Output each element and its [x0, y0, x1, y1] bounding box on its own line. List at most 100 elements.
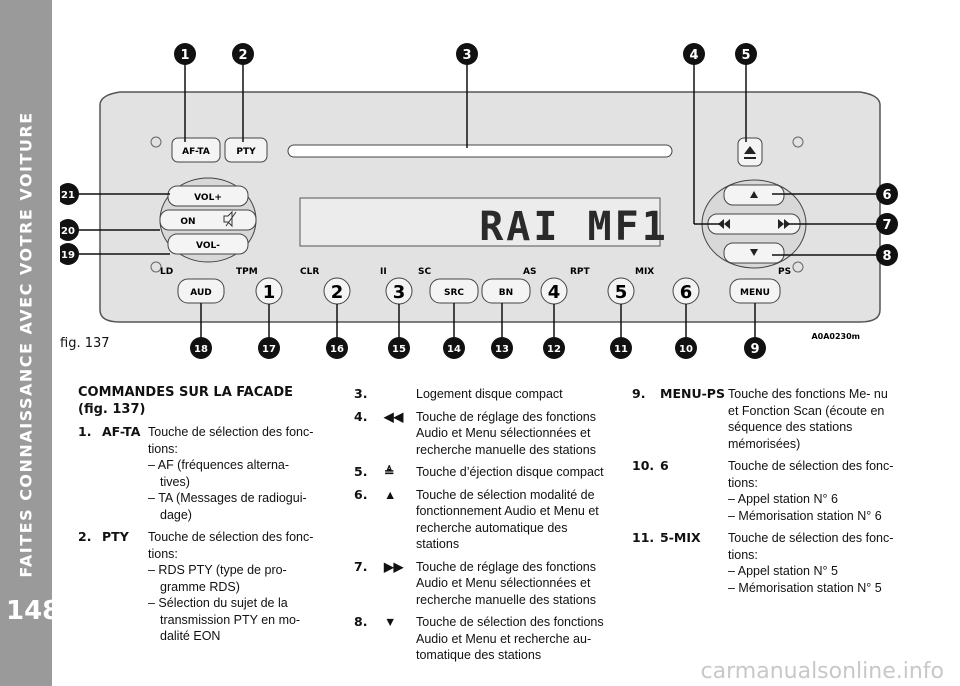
callout-1	[174, 43, 196, 65]
column-2: 3. Logement disque compact 4. ◀◀ Touche de r…	[354, 386, 606, 670]
callout-14-label: 14	[447, 344, 461, 355]
screw-hole	[792, 136, 804, 148]
callout-21	[60, 183, 79, 205]
callout-4-label: 4	[689, 48, 698, 63]
callout-14	[443, 337, 465, 359]
callout-17-label: 17	[262, 344, 276, 355]
bn-button	[481, 278, 531, 304]
entry: 6. ▲ Touche de sélection modalité de fonct…	[354, 487, 606, 553]
entry-description: Touche de réglage des fonctions Audio et…	[416, 409, 596, 457]
watermark: carmanualsonline.info	[700, 659, 944, 684]
label-tpm: TPM	[236, 267, 258, 277]
vol-plus-label: VOL+	[194, 193, 222, 203]
section-heading: COMMANDES SUR LA FACADE (fig. 137)	[78, 385, 294, 417]
callout-2	[232, 43, 254, 65]
callout-1-label: 1	[180, 48, 189, 63]
callouts: 1 2 3 4 5 6 7 8 9 10 11 12 13 14 15 16 1…	[60, 43, 898, 359]
label-mix: MIX	[635, 267, 654, 277]
pty-label: PTY	[236, 147, 256, 157]
callout-5	[735, 43, 757, 65]
entry-key: AF-TA	[102, 424, 141, 439]
preset-6-label: 6	[680, 282, 693, 303]
entry-sub-item: – Sélection du sujet de la transmission …	[148, 596, 301, 643]
seek-forward-icon	[778, 219, 790, 229]
entry-number: 9.	[632, 386, 646, 401]
callout-9-label: 9	[750, 342, 759, 357]
callout-18	[190, 337, 212, 359]
callout-21-label: 21	[61, 190, 75, 201]
entry-number: 5.	[354, 464, 368, 479]
entry-number: 4.	[354, 408, 368, 424]
lcd-display	[299, 197, 661, 247]
entry-description: Touche des fonctions Me- nu et Fonction …	[728, 387, 888, 451]
entry-number: 3.	[354, 386, 368, 401]
menu-label: MENU	[740, 288, 770, 298]
callout-20-label: 20	[61, 226, 75, 237]
entry-symbol-icon: ▲	[384, 487, 397, 502]
label-clr: CLR	[300, 267, 319, 277]
entry-key: 6	[660, 458, 669, 473]
entry-description: Touche de sélection des fonc- tions:	[728, 531, 894, 562]
callout-4	[683, 43, 705, 65]
label-ld: LD	[160, 267, 173, 277]
vol-minus-label: VOL-	[196, 241, 220, 251]
entry-sub-item: – AF (fréquences alterna- tives)	[148, 458, 290, 489]
callout-6-label: 6	[882, 188, 891, 203]
page-number: 148	[6, 596, 61, 626]
callout-10	[675, 337, 697, 359]
preset-1-label: 1	[263, 282, 276, 303]
entry-sub-item: – Mémorisation station N° 6	[728, 508, 882, 523]
entry-symbol-icon: ≜	[384, 465, 395, 479]
entry-sub-item: – RDS PTY (type de pro- gramme RDS)	[148, 563, 287, 594]
entry: 7.▶▶Touche de réglage des fonctions Audi…	[354, 559, 606, 609]
entry: 3. Logement disque compact	[354, 386, 606, 403]
entry: 4. ◀◀ Touche de réglage des fonctions Audi…	[354, 409, 606, 459]
vol-plus-button	[167, 185, 249, 207]
entry-number: 6.	[354, 486, 368, 502]
label-rpt: RPT	[570, 267, 591, 277]
column-1: COMMANDES SUR LA FACADE (fig. 137) 1. AF-…	[78, 384, 322, 651]
callout-8-label: 8	[882, 249, 891, 264]
callout-18-label: 18	[194, 344, 208, 355]
cd-slot	[287, 144, 673, 158]
entry-description: Touche de sélection modalité de fonction…	[416, 487, 599, 552]
mute-icon	[223, 210, 237, 228]
entry-sub-item: – Appel station N° 6	[728, 492, 838, 506]
entry-symbol-icon: ◀◀	[384, 409, 404, 424]
label-as: AS	[523, 267, 536, 277]
entry-sub-item: – TA (Messages de radiogui- dage)	[148, 491, 307, 522]
entry: 5.≜Touche d’éjection disque compact	[354, 464, 606, 481]
entry-key: MENU-PS	[660, 386, 725, 401]
callout-7	[876, 213, 898, 235]
on-label: ON	[180, 217, 195, 227]
callout-11-label: 11	[614, 344, 628, 355]
callout-19-label: 19	[61, 250, 75, 261]
screw-hole	[792, 261, 804, 273]
callout-15	[388, 337, 410, 359]
entry-description: Touche de sélection des fonc- tions:	[148, 530, 314, 561]
seek-back-icon	[718, 219, 730, 229]
label-ps: PS	[778, 267, 791, 277]
pty-button	[224, 137, 268, 163]
preset-4-label: 4	[548, 282, 561, 303]
label-sc: SC	[418, 267, 431, 277]
callout-17	[258, 337, 280, 359]
callout-2-label: 2	[238, 48, 247, 63]
preset-2-label: 2	[331, 282, 344, 303]
callout-12	[543, 337, 565, 359]
eject-icon	[744, 146, 756, 159]
entry-number: 1.	[78, 424, 92, 439]
entry-number: 2.	[78, 529, 92, 544]
preset-3-label: 3	[393, 282, 406, 303]
entry-description: Logement disque compact	[416, 387, 563, 401]
entry: 8.▼Touche de sélection des fonctions Aud…	[354, 614, 606, 664]
entry-number: 8.	[354, 614, 368, 629]
af-ta-label: AF-TA	[182, 147, 210, 157]
entry-sub-item: – Mémorisation station N° 5	[728, 580, 882, 595]
